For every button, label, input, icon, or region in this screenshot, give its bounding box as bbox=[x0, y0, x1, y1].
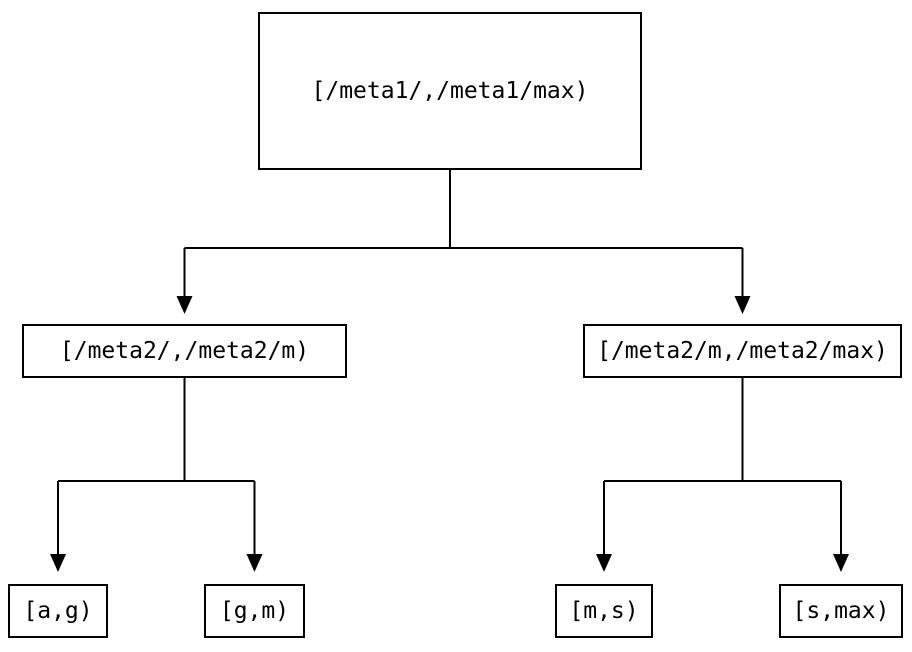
tree-node-leaf-gm: [g,m) bbox=[204, 584, 305, 638]
node-label: [g,m) bbox=[219, 597, 290, 624]
node-label: [/meta2/m,/meta2/max) bbox=[597, 337, 888, 364]
arrowhead-down-icon bbox=[596, 554, 612, 572]
tree-node-leaf-ag: [a,g) bbox=[8, 584, 108, 638]
node-label: [/meta2/,/meta2/m) bbox=[59, 337, 310, 364]
tree-node-branch-left: [/meta2/,/meta2/m) bbox=[22, 324, 347, 378]
node-label: [a,g) bbox=[23, 597, 93, 624]
tree-node-leaf-ms: [m,s) bbox=[555, 584, 653, 638]
arrowhead-down-icon bbox=[734, 296, 751, 314]
tree-node-leaf-smax: [s,max) bbox=[779, 584, 903, 638]
node-label: [s,max) bbox=[792, 597, 890, 624]
arrowhead-down-icon bbox=[50, 554, 66, 572]
arrowhead-down-icon bbox=[176, 296, 193, 314]
tree-node-branch-right: [/meta2/m,/meta2/max) bbox=[583, 324, 902, 378]
node-label: [m,s) bbox=[569, 597, 639, 624]
arrowhead-down-icon bbox=[246, 554, 263, 572]
arrowhead-down-icon bbox=[833, 554, 849, 572]
tree-node-root: [/meta1/,/meta1/max) bbox=[258, 12, 642, 170]
node-label: [/meta1/,/meta1/max) bbox=[311, 77, 589, 104]
